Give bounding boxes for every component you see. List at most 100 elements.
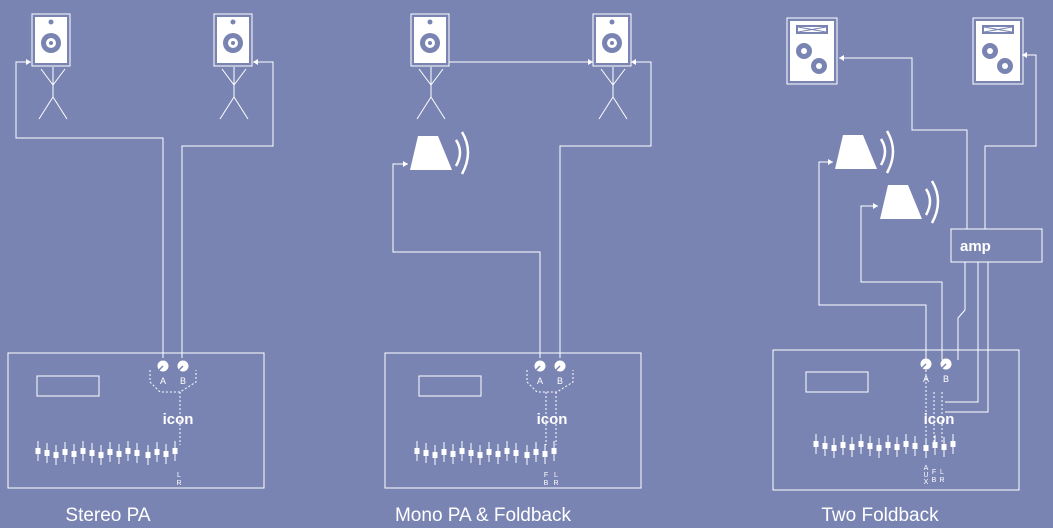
knob-a-icon bbox=[919, 357, 933, 371]
knob-b-icon bbox=[176, 359, 190, 373]
fader-icon bbox=[840, 434, 846, 456]
out-label-r: R bbox=[939, 477, 944, 484]
out-label-l: L bbox=[940, 469, 944, 476]
fader-icon bbox=[98, 444, 104, 466]
diagram-caption: Mono PA & Foldback bbox=[395, 505, 572, 526]
person-icon bbox=[219, 66, 249, 120]
left-speaker-icon bbox=[31, 13, 71, 67]
mono-pa-foldback-diagram: A B icon F B L R Mono PA & Foldback bbox=[384, 13, 652, 526]
out-label-l: L bbox=[177, 472, 181, 479]
fader-icon bbox=[923, 437, 929, 459]
amp-label: amp bbox=[960, 238, 991, 255]
mixer-logo: icon bbox=[537, 411, 568, 428]
fader-icon bbox=[172, 440, 178, 462]
out-label-f: F bbox=[544, 472, 548, 479]
knob-a-icon bbox=[533, 359, 547, 373]
out-label-r: R bbox=[553, 480, 558, 487]
left-speaker-icon bbox=[410, 13, 450, 67]
foldback-wedge-icon bbox=[833, 129, 895, 175]
monitor-cable-left bbox=[839, 57, 968, 229]
fader-icon bbox=[154, 441, 160, 463]
cable-left bbox=[15, 61, 164, 358]
amp-input-cable bbox=[957, 262, 966, 360]
fader-icon bbox=[950, 433, 956, 455]
right-speaker-icon bbox=[213, 13, 253, 67]
fader-icon bbox=[116, 443, 122, 465]
out-label-f: F bbox=[932, 469, 936, 476]
fader-icon bbox=[513, 442, 519, 464]
fader-icon bbox=[125, 440, 131, 462]
mixer-console bbox=[772, 349, 1020, 491]
out-label-r: R bbox=[176, 480, 181, 487]
fader-icon bbox=[533, 441, 539, 463]
knob-a-label: A bbox=[160, 376, 166, 386]
fader-icon bbox=[477, 444, 483, 466]
fader-icon bbox=[441, 441, 447, 463]
two-foldback-diagram: amp A B icon A U X F B L R Two Foldback bbox=[772, 17, 1043, 526]
foldback-wedge-icon bbox=[408, 130, 470, 176]
person-icon bbox=[416, 66, 446, 120]
fader-icon bbox=[53, 444, 59, 466]
fader-icon bbox=[504, 440, 510, 462]
fader-icon bbox=[932, 434, 938, 456]
fader-icon bbox=[912, 435, 918, 457]
knob-b-label: B bbox=[557, 376, 563, 386]
out-label-x: X bbox=[924, 479, 929, 486]
fader-icon bbox=[849, 436, 855, 458]
fader-icon bbox=[495, 443, 501, 465]
fader-icon bbox=[903, 433, 909, 455]
fader-icon bbox=[885, 434, 891, 456]
fader-icon bbox=[107, 441, 113, 463]
fader-icon bbox=[831, 437, 837, 459]
fader-icon bbox=[450, 443, 456, 465]
pa-cable bbox=[559, 61, 652, 358]
right-speaker-icon bbox=[592, 13, 632, 67]
fader-icon bbox=[44, 442, 50, 464]
fader-icon bbox=[80, 440, 86, 462]
fader-icon bbox=[62, 441, 68, 463]
fader-icon bbox=[858, 433, 864, 455]
mixer-console bbox=[7, 352, 265, 489]
out-label-b: B bbox=[544, 480, 549, 487]
fader-icon bbox=[867, 435, 873, 457]
knob-b-icon bbox=[939, 357, 953, 371]
stereo-pa-diagram: A B icon L R Stereo PA bbox=[7, 13, 274, 526]
fader-icon bbox=[35, 440, 41, 462]
fader-icon bbox=[414, 440, 420, 462]
knob-b-icon bbox=[553, 359, 567, 373]
wedge-cable-a bbox=[818, 161, 927, 360]
mixer-console bbox=[384, 352, 642, 489]
wedge-cable-b bbox=[860, 205, 943, 360]
fader-icon bbox=[876, 437, 882, 459]
mixer-display bbox=[418, 375, 482, 397]
fader-icon bbox=[163, 443, 169, 465]
fader-icon bbox=[468, 442, 474, 464]
fader-icon bbox=[432, 444, 438, 466]
fader-icon bbox=[486, 441, 492, 463]
knob-a-icon bbox=[156, 359, 170, 373]
knob-b-label: B bbox=[180, 376, 186, 386]
diagram-caption: Two Foldback bbox=[821, 505, 939, 526]
out-label-u: U bbox=[923, 472, 928, 479]
mixer-logo: icon bbox=[163, 411, 194, 428]
fader-icon bbox=[145, 444, 151, 466]
amp-return-cable bbox=[945, 262, 979, 403]
mixer-display bbox=[805, 371, 869, 393]
foldback-wedge-icon bbox=[878, 179, 940, 225]
fader-icon bbox=[894, 436, 900, 458]
mixer-display bbox=[36, 375, 100, 397]
out-label-b: B bbox=[932, 477, 937, 484]
fader-icon bbox=[134, 442, 140, 464]
amp-return-cable bbox=[945, 262, 989, 413]
fader-icon bbox=[813, 433, 819, 455]
amp-box bbox=[950, 228, 1043, 263]
monitor-cable-right bbox=[984, 54, 1037, 229]
fader-icon bbox=[459, 440, 465, 462]
fader-icon bbox=[822, 435, 828, 457]
fader-icon bbox=[71, 443, 77, 465]
fader-bank bbox=[414, 440, 557, 466]
foldback-cable bbox=[392, 163, 541, 358]
monitor-speaker-icon bbox=[972, 17, 1024, 85]
